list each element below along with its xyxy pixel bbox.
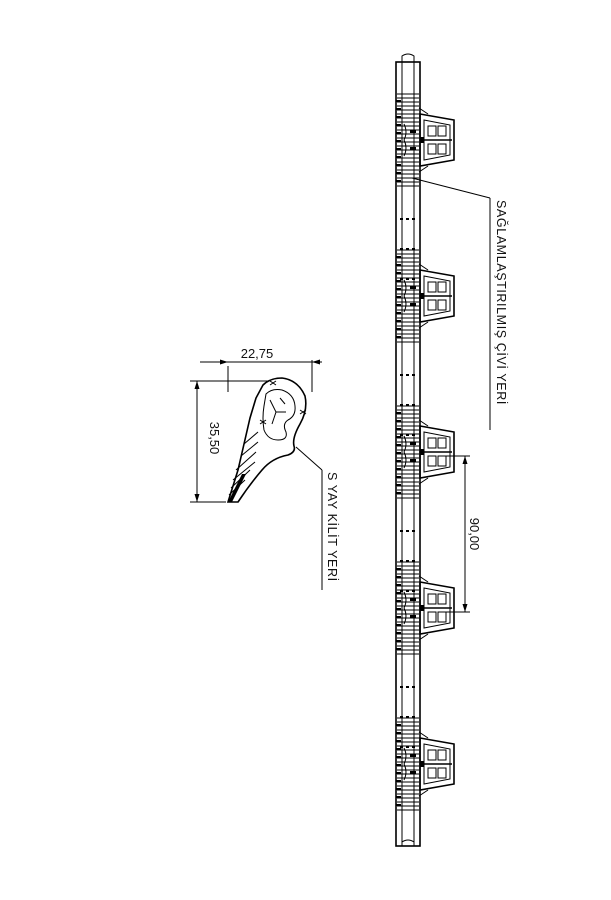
- rail-dash: [412, 374, 415, 376]
- rail-dash: [412, 434, 415, 436]
- rail-dash: [400, 590, 403, 592]
- rail-dash: [412, 218, 415, 220]
- rail-dash: [400, 434, 403, 436]
- rail-dash: [412, 686, 415, 688]
- dimension-height-label: 35,50: [207, 422, 222, 455]
- profile-inner-cavity: [262, 389, 296, 441]
- dimension-pitch: 90,00: [440, 455, 482, 613]
- rail-center-marks: [400, 218, 415, 748]
- clip-strip-view: [395, 53, 455, 847]
- rail-dash: [406, 404, 409, 406]
- rail-dash: [406, 218, 409, 220]
- profile-section-view: [226, 377, 307, 503]
- rail-dash: [406, 746, 409, 748]
- rail-dash: [406, 590, 409, 592]
- rail-dash: [406, 278, 409, 280]
- leader-reinforced-nail: SAĞLAMLAŞTIRILMIŞ ÇİVİ YERİ: [411, 177, 509, 430]
- dimension-pitch-label: 90,00: [467, 518, 482, 551]
- rail-dash: [406, 530, 409, 532]
- profile-outline: [226, 377, 307, 503]
- reinforced-nail-label: SAĞLAMLAŞTIRILMIŞ ÇİVİ YERİ: [494, 200, 509, 405]
- rail-dash: [406, 434, 409, 436]
- rail-dash: [400, 218, 403, 220]
- spring-lock-label: S YAY KİLİT YERİ: [325, 472, 339, 582]
- rail-dash: [406, 716, 409, 718]
- clip-unit: [396, 561, 455, 655]
- rail-dash: [412, 530, 415, 532]
- rail-dash: [406, 686, 409, 688]
- leader-spring-lock: S YAY KİLİT YERİ: [295, 446, 339, 590]
- rail-dash: [400, 716, 403, 718]
- rail-dash: [400, 746, 403, 748]
- rail-dash: [400, 686, 403, 688]
- rail-dash: [400, 374, 403, 376]
- rail-dash: [406, 560, 409, 562]
- rail-dash: [412, 278, 415, 280]
- rail-dash: [406, 248, 409, 250]
- rail-dash: [400, 530, 403, 532]
- rail-dash: [400, 278, 403, 280]
- rail-dash: [400, 248, 403, 250]
- clip-unit: [396, 93, 455, 187]
- rail-dash: [412, 248, 415, 250]
- dimension-width-label: 22,75: [241, 346, 274, 361]
- rail-dash: [400, 560, 403, 562]
- clip-unit: [396, 717, 455, 811]
- rail-dash: [412, 590, 415, 592]
- rail-dash: [412, 404, 415, 406]
- dimension-profile-height: 35,50: [190, 380, 268, 503]
- clip-unit: [396, 405, 455, 499]
- rail-dash: [400, 404, 403, 406]
- dimension-profile-width: 22,75: [200, 346, 322, 392]
- rail-dash: [412, 746, 415, 748]
- clip-unit: [396, 249, 455, 343]
- rail-dash: [412, 716, 415, 718]
- rail-dash: [412, 560, 415, 562]
- rail-dash: [406, 374, 409, 376]
